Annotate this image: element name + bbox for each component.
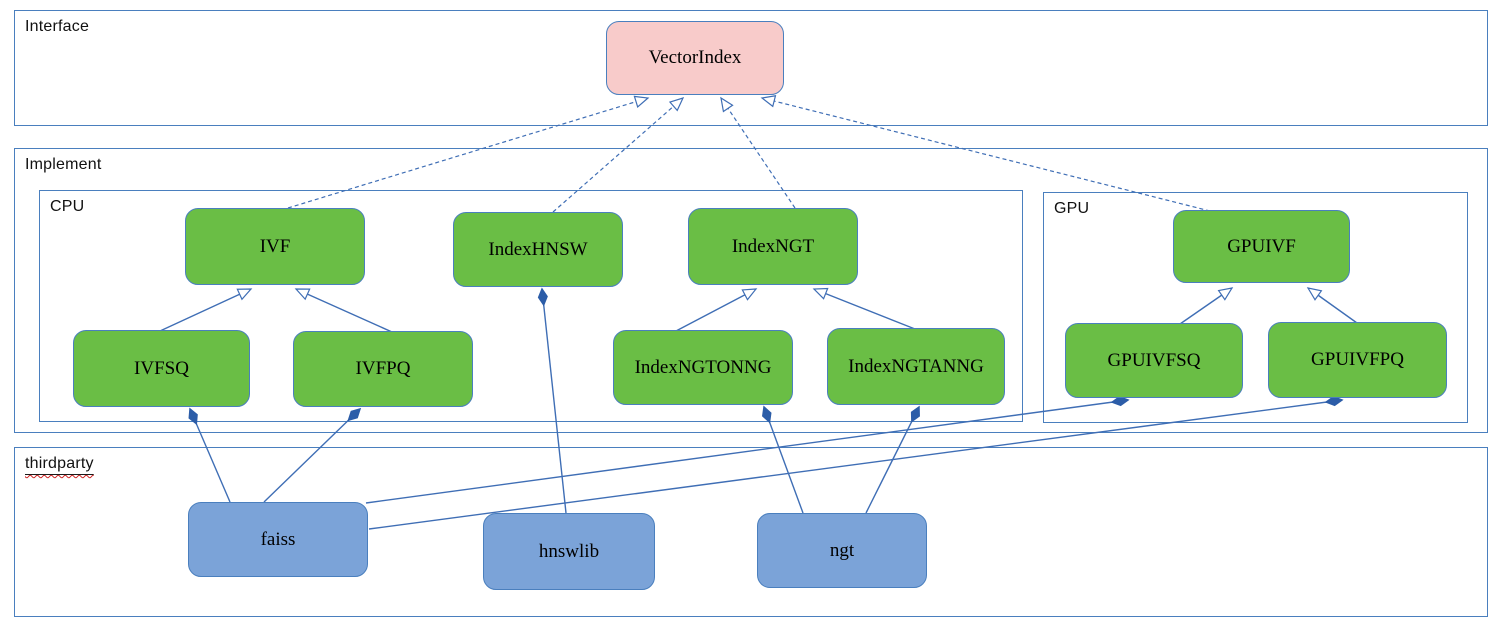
node-label: hnswlib — [538, 540, 600, 562]
node-label: GPUIVFSQ — [1107, 349, 1201, 371]
node-vectorindex: VectorIndex — [606, 21, 784, 95]
node-hnswlib: hnswlib — [483, 513, 655, 590]
node-ivf: IVF — [185, 208, 365, 285]
container-label-implement: Implement — [25, 156, 102, 173]
node-label: GPUIVFPQ — [1311, 349, 1404, 370]
node-ngt: ngt — [757, 513, 927, 588]
node-label: VectorIndex — [648, 47, 742, 68]
node-label: IVFSQ — [134, 357, 189, 379]
node-label: faiss — [260, 528, 296, 550]
node-label: IndexNGTANNG — [848, 355, 984, 377]
container-label-cpu: CPU — [50, 198, 85, 215]
node-gpuivfsq: GPUIVFSQ — [1065, 323, 1243, 398]
container-label-interface: Interface — [25, 18, 90, 35]
node-gpuivfpq: GPUIVFPQ — [1268, 322, 1447, 398]
container-label-thirdparty: thirdparty — [25, 455, 94, 472]
node-label: IVF — [259, 235, 291, 257]
node-gpuivf: GPUIVF — [1173, 210, 1350, 283]
node-indexngtonng: IndexNGTONNG — [613, 330, 793, 405]
node-indexhnsw: IndexHNSW — [453, 212, 623, 287]
node-faiss: faiss — [188, 502, 368, 577]
node-ivfpq: IVFPQ — [293, 331, 473, 407]
node-label: GPUIVF — [1227, 235, 1296, 257]
node-ivfsq: IVFSQ — [73, 330, 250, 407]
node-indexngt: IndexNGT — [688, 208, 858, 285]
node-label: IndexNGT — [731, 235, 815, 257]
node-label: ngt — [829, 539, 855, 561]
node-indexngtanng: IndexNGTANNG — [827, 328, 1005, 405]
container-label-gpu: GPU — [1054, 200, 1090, 217]
node-label: IndexHNSW — [488, 238, 588, 260]
node-label: IndexNGTONNG — [634, 356, 772, 378]
node-label: IVFPQ — [355, 358, 411, 379]
